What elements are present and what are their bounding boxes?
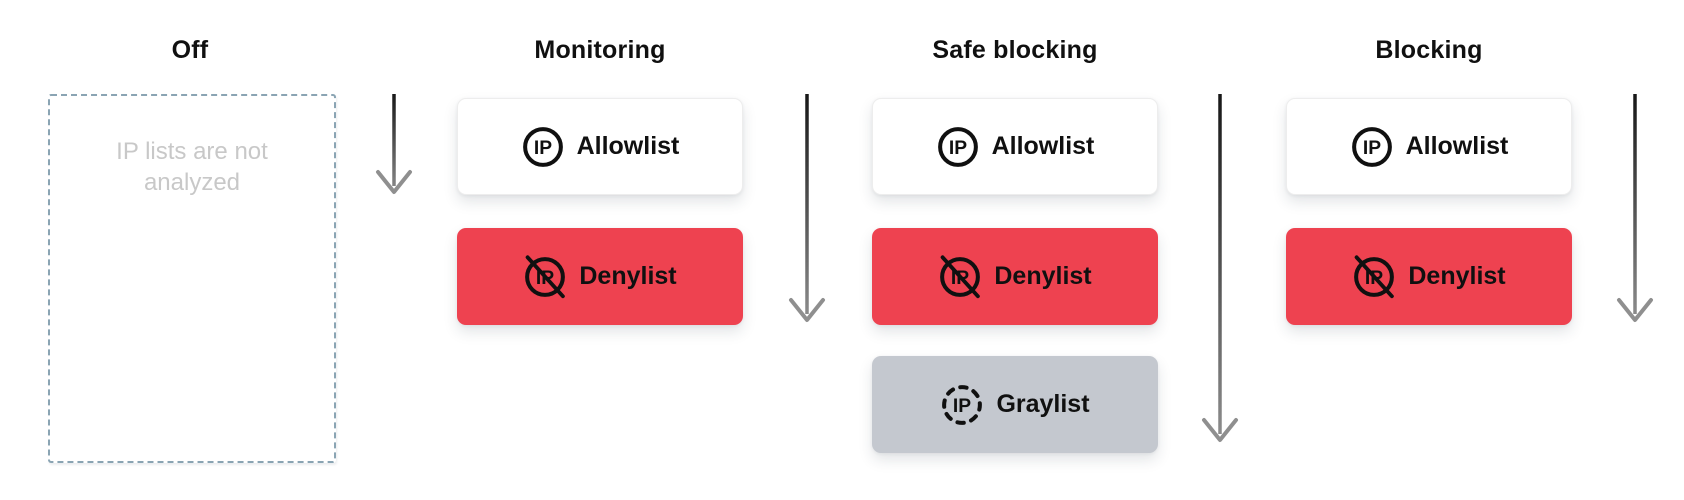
ip-circle-icon: IP <box>1351 126 1392 167</box>
ip-crossed-icon: IP <box>1354 254 1395 298</box>
card-label: Graylist <box>996 390 1090 418</box>
card-allowlist-safe-blocking: IP Allowlist <box>872 98 1158 195</box>
card-denylist-monitoring: IP Denylist <box>457 228 743 325</box>
off-placeholder-text: IP lists are not analyzed <box>50 136 334 198</box>
card-label: Allowlist <box>991 132 1095 160</box>
svg-text:IP: IP <box>953 395 971 416</box>
off-placeholder-line1: IP lists are not <box>116 138 268 165</box>
column-title-monitoring: Monitoring <box>534 36 666 64</box>
svg-text:IP: IP <box>533 137 551 158</box>
card-label: Allowlist <box>576 132 680 160</box>
column-title-blocking: Blocking <box>1375 36 1483 64</box>
card-allowlist-blocking: IP Allowlist <box>1286 98 1572 195</box>
ip-circle-icon: IP <box>522 126 563 167</box>
card-denylist-safe-blocking: IP Denylist <box>872 228 1158 325</box>
card-label: Denylist <box>1408 262 1506 290</box>
down-arrow-after-blocking <box>1617 94 1653 322</box>
off-empty-box: IP lists are not analyzed <box>48 94 336 463</box>
off-placeholder-line2: analyzed <box>143 169 241 196</box>
down-arrow-monitoring-to-safe-blocking <box>789 94 825 322</box>
down-arrow-off-to-monitoring <box>376 94 412 194</box>
ip-circle-icon: IP <box>937 126 978 167</box>
card-allowlist-monitoring: IP Allowlist <box>457 98 743 195</box>
ip-dashed-circle-icon: IP <box>942 384 983 425</box>
ip-crossed-icon: IP <box>940 254 981 298</box>
ip-crossed-icon: IP <box>525 254 566 298</box>
card-graylist-safe-blocking: IP Graylist <box>872 356 1158 453</box>
card-denylist-blocking: IP Denylist <box>1286 228 1572 325</box>
card-label: Denylist <box>579 262 677 290</box>
svg-text:IP: IP <box>948 137 966 158</box>
column-title-off: Off <box>171 36 209 64</box>
svg-text:IP: IP <box>1362 137 1380 158</box>
down-arrow-safe-blocking-to-blocking <box>1202 94 1238 442</box>
column-title-safe-blocking: Safe blocking <box>932 36 1098 64</box>
card-label: Allowlist <box>1405 132 1509 160</box>
card-label: Denylist <box>994 262 1092 290</box>
